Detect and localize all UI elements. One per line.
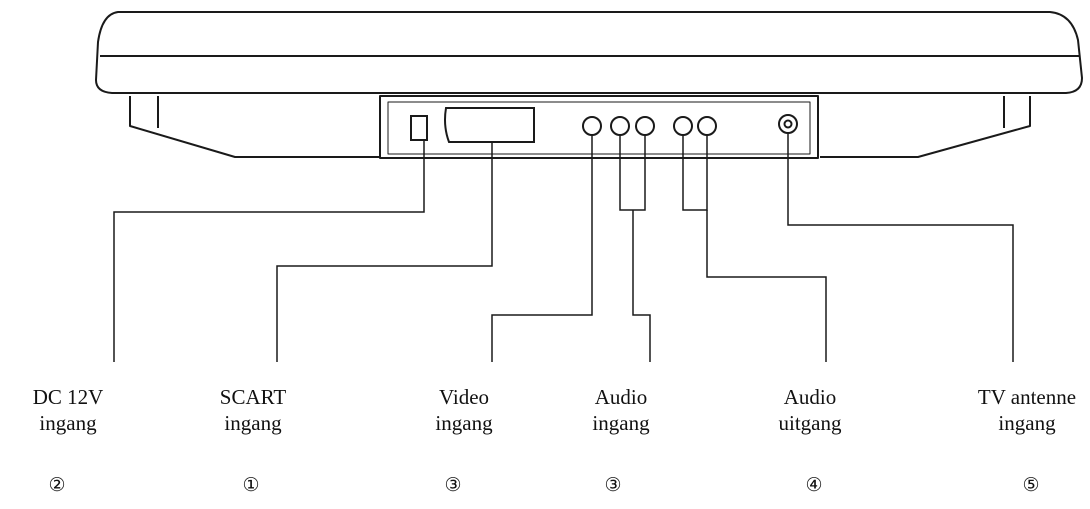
antenna-socket (778, 114, 798, 134)
number-scart: ① (242, 474, 260, 496)
tv-lower-body (129, 96, 380, 158)
number-tv-antenna: ⑤ (1022, 474, 1040, 496)
scart-socket (444, 107, 535, 143)
connector-panel-inner (387, 101, 811, 155)
leader-audio-out (682, 135, 708, 211)
label-video: Video ingang (435, 385, 493, 435)
leader-audio-in (619, 135, 646, 211)
tv-lower-body-right (820, 96, 1031, 158)
audio-in-jack-left (610, 116, 630, 136)
number-audio-out: ④ (805, 474, 823, 496)
connector-panel (379, 95, 819, 159)
label-audio-out: Audio uitgang (778, 385, 842, 435)
leader-dc-12v (113, 140, 425, 362)
label-scart: SCART ingang (219, 385, 287, 435)
leader-tv-antenna (787, 133, 1014, 362)
audio-in-jack-right (635, 116, 655, 136)
leader-video (491, 135, 593, 362)
label-audio-in: Audio ingang (592, 385, 650, 435)
leader-scart (276, 142, 493, 362)
tv-top-housing (95, 11, 1083, 94)
label-tv-antenna: TV antenne ingang (977, 385, 1077, 435)
number-video: ③ (444, 474, 462, 496)
label-dc-12v: DC 12V ingang (32, 385, 104, 435)
number-dc-12v: ② (48, 474, 66, 496)
audio-out-jack-right (697, 116, 717, 136)
audio-out-jack-left (673, 116, 693, 136)
video-in-jack (582, 116, 602, 136)
dc-jack-socket (410, 115, 428, 141)
number-audio-in: ③ (604, 474, 622, 496)
